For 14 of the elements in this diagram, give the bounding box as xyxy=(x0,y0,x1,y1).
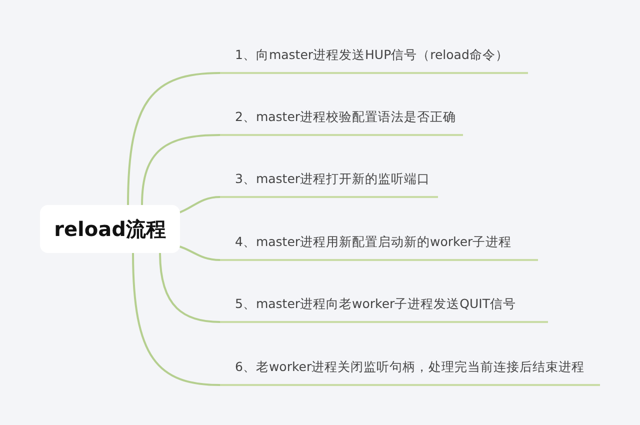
branch-topic-text: 2、master进程校验配置语法是否正确 xyxy=(235,109,456,126)
branch-topic-text: 3、master进程打开新的监听端口 xyxy=(235,171,430,188)
branch-line xyxy=(127,72,220,206)
branch-line xyxy=(159,252,220,323)
branch-topic-text: 5、master进程向老worker子进程发送QUIT信号 xyxy=(235,296,516,313)
branch-topic-text: 4、master进程用新配置启动新的worker子进程 xyxy=(235,234,512,251)
branch-line xyxy=(178,196,220,214)
root-topic-box xyxy=(40,205,180,253)
branch-line xyxy=(141,134,220,206)
root-topic-text: reload流程 xyxy=(54,216,166,242)
branch-topic-text: 6、老worker进程关闭监听句柄，处理完当前连接后结束进程 xyxy=(235,359,585,376)
branch-line xyxy=(178,245,220,261)
branch-topic-text: 1、向master进程发送HUP信号（reload命令） xyxy=(235,47,508,64)
branch-line xyxy=(132,252,220,386)
